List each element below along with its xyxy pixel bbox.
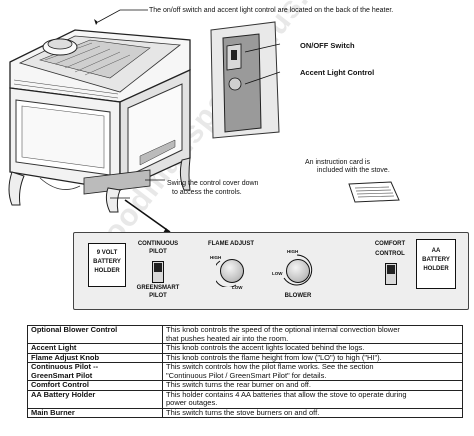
row-label-line: Continuous Pilot -- [31,362,99,371]
row-label: Main Burner [27,407,163,418]
row-desc-line: that pushes heated air into the room. [166,333,289,343]
accent-light-control-label: Accent Light Control [300,68,375,77]
row-label: Comfort Control [27,380,163,391]
row-description: This knob controls the speed of the opti… [162,325,463,344]
table-row: Main Burner This switch turns the stove … [27,407,463,418]
flame-high-label: HIGH [210,255,222,260]
row-description: This holder contains 4 AA batteries that… [162,389,463,409]
aa-label-1: AA [431,248,441,254]
stove-illustration [8,29,191,213]
aa-label-3: HOLDER [423,266,449,272]
continuous-pilot-switch[interactable] [152,261,164,283]
battery9-label-3: HOLDER [94,268,120,274]
instruction-card-text-2: included with the stove. [317,167,390,174]
row-label: AA Battery Holder [27,389,163,409]
row-description: This switch turns the stove burners on a… [162,407,463,418]
table-row: AA Battery Holder This holder contains 4… [27,389,463,409]
instruction-card-icon [348,181,400,203]
blower-scale-icon [283,254,313,286]
blower-knob[interactable] [286,259,310,283]
leader-lines [94,9,171,232]
row-desc-line: "Continuous Pilot / GreenSmart Pilot" fo… [166,370,327,380]
flame-adjust-knob[interactable] [220,259,244,283]
comfort-label-2: CONTROL [375,251,405,257]
flame-low-label: LOW [232,285,243,290]
controls-table: Optional Blower Control This knob contro… [27,325,463,418]
blower-label: BLOWER [284,293,312,299]
table-row: Optional Blower Control This knob contro… [27,325,463,344]
table-row: Continuous Pilot -- GreenSmart Pilot Thi… [27,362,463,381]
blower-low-label: LOW [272,271,283,276]
row-label: Continuous Pilot -- GreenSmart Pilot [27,362,163,381]
row-desc-line: This knob controls the speed of the opti… [166,325,400,334]
flame-adjust-label: FLAME ADJUST [207,241,255,247]
cover-note-1: Swing the control cover down [167,180,259,187]
row-label: Optional Blower Control [27,325,163,344]
aa-battery-holder[interactable]: AA BATTERY HOLDER [416,239,456,289]
battery9-label-2: BATTERY [93,259,121,265]
row-label-line: GreenSmart Pilot [31,370,93,380]
row-desc-line: This holder contains 4 AA batteries that… [166,389,407,399]
aa-label-2: BATTERY [422,257,450,263]
row-description: This switch controls how the pilot flame… [162,362,463,381]
continuous-label-2: PILOT [149,249,167,255]
row-description: This knob controls the accent lights loc… [162,343,463,354]
comfort-control-switch[interactable] [385,263,397,285]
back-inset-illustration [210,21,281,139]
instruction-card-text-1: An instruction card is [305,159,370,166]
control-panel: 9 VOLT BATTERY HOLDER CONTINUOUS PILOT G… [73,232,469,310]
comfort-label-1: COMFORT [374,241,406,247]
blower-high-label: HIGH [287,249,299,254]
9-volt-battery-holder[interactable]: 9 VOLT BATTERY HOLDER [88,243,126,287]
battery9-label-1: 9 VOLT [96,250,118,256]
table-row: Accent Light This knob controls the acce… [27,343,463,354]
row-label: Accent Light [27,343,163,354]
greensmart-label-1: GREENSMART [136,285,180,291]
flame-scale-icon [216,260,237,287]
table-row: Comfort Control This switch turns the re… [27,380,463,391]
greensmart-label-2: PILOT [149,293,167,299]
onoff-switch-label: ON/OFF Switch [300,41,355,50]
row-desc-line: This switch controls how the pilot flame… [166,362,374,371]
continuous-label-1: CONTINUOUS [137,241,179,247]
row-description: This switch turns the rear burner on and… [162,380,463,391]
row-desc-line: power outages. [166,398,218,407]
cover-note-2: to access the controls. [172,189,242,196]
top-note: The on/off switch and accent light contr… [149,7,394,14]
